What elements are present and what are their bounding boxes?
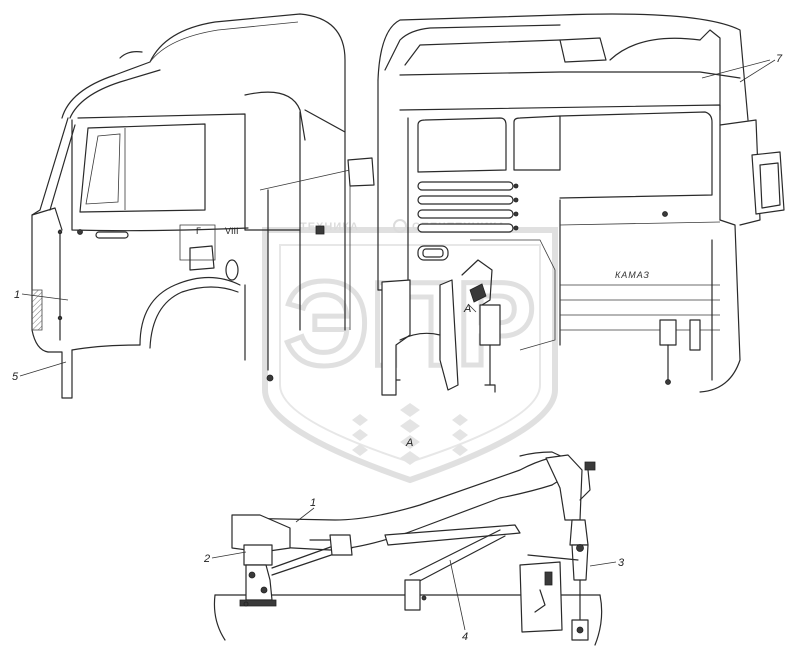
cab-badge: КАМАЗ [615, 270, 650, 280]
door-mark-g: Г [196, 226, 201, 236]
rear-window-left [417, 117, 507, 173]
door-mark-viii: VIII [225, 226, 239, 236]
callout-A-mid: A [405, 437, 413, 449]
watermark-gear-icon [393, 219, 407, 233]
callout-1-top: 1 [14, 289, 20, 301]
door-handle [95, 231, 129, 239]
callout-2: 2 [203, 553, 210, 565]
rear-bracket-left [381, 279, 411, 396]
cab-side-view: Г VIII [31, 13, 351, 399]
rear-vent-louvres [417, 181, 519, 233]
front-light-hatch [31, 289, 43, 331]
callout-4: 4 [462, 631, 468, 643]
rear-window-right [513, 115, 561, 171]
callout-5: 5 [12, 371, 19, 383]
callout-A-top: A [463, 303, 471, 315]
cab-rear-view: КАМАЗ [347, 13, 785, 396]
callout-7: 7 [776, 53, 783, 65]
watermark-brand-left: ТЕХНИКА [300, 221, 359, 233]
callout-3: 3 [618, 557, 625, 569]
callout-1-bottom: 1 [310, 497, 316, 509]
watermark-wheat-icon [352, 403, 468, 465]
mirror-left [347, 157, 375, 187]
tilt-mechanism-assembly [213, 451, 603, 646]
lift-cylinder-head [569, 519, 589, 546]
bracket-block [243, 544, 273, 566]
lift-cylinder-body [571, 544, 589, 581]
